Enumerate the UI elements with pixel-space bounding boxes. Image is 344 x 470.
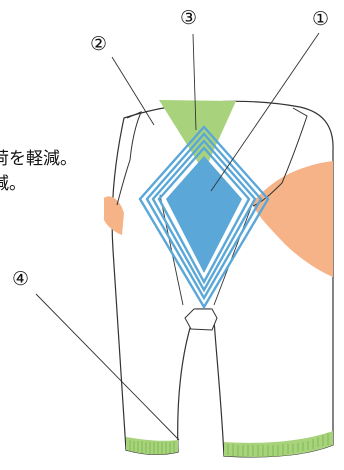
blue-diamond-ring-3: [151, 139, 257, 293]
description-line-2: 減。: [0, 174, 26, 194]
green-hem-right: [224, 431, 333, 457]
callout-2: ②: [90, 33, 108, 55]
blue-diamond-outer: [138, 125, 270, 310]
right-waist-seam: [252, 107, 308, 207]
description-line-1: 荷を軽減。: [0, 149, 77, 169]
left-waist-seam: [116, 111, 142, 206]
blue-diamond-ring-2: [145, 132, 263, 301]
blue-diamond-ring-4: [157, 146, 251, 285]
crotch-gusset: [184, 308, 218, 331]
hem-stripes: [129, 433, 329, 456]
leader-line-2: [111, 56, 155, 126]
callout-4: ④: [12, 268, 30, 290]
blue-zone-center: [166, 156, 242, 273]
callout-1: ①: [312, 8, 330, 30]
callout-3: ③: [180, 7, 198, 29]
leader-line-4: [35, 293, 180, 441]
orange-zone-right: [252, 161, 333, 277]
leader-line-1: [210, 32, 320, 192]
orange-zone-left: [104, 196, 124, 235]
crotch-seam-right: [213, 204, 253, 306]
green-hem-left: [126, 437, 178, 455]
leader-line-3: [192, 33, 197, 131]
